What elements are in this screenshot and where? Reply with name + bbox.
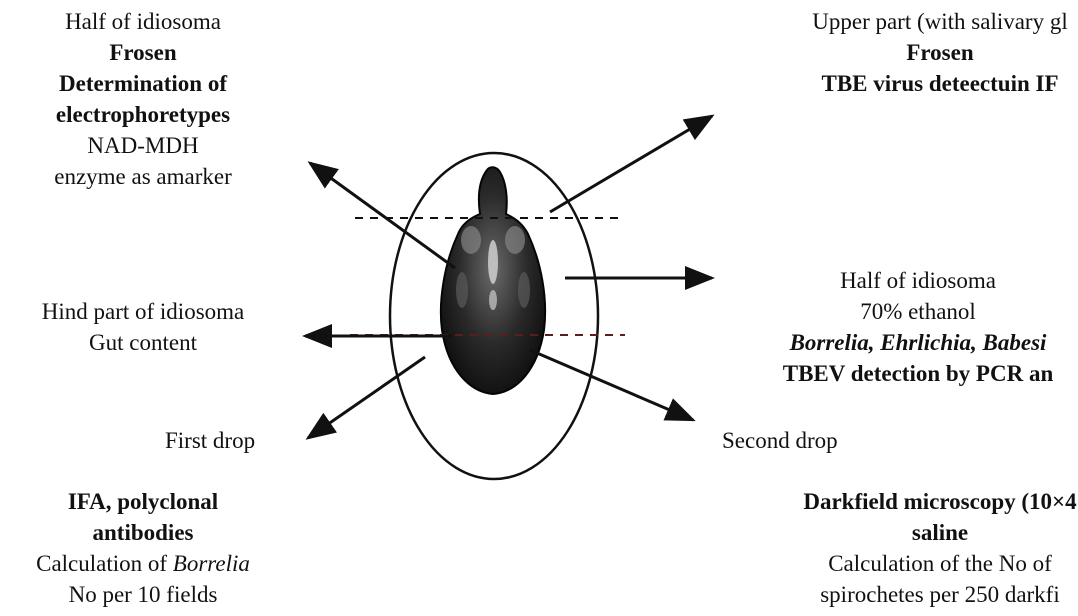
sd-line-3: Calculation of the No of bbox=[700, 548, 1078, 579]
tl-line-3: Determination of bbox=[0, 68, 286, 99]
arrow-first-drop bbox=[308, 357, 425, 438]
first-drop-label: First drop bbox=[165, 425, 255, 456]
fd-line-3-prefix: Calculation of bbox=[36, 551, 173, 576]
top-right-annotation: Upper part (with salivary gl Frosen TBE … bbox=[735, 6, 1078, 99]
ml-line-1: Hind part of idiosoma bbox=[0, 296, 286, 327]
fd-line-3: Calculation of Borrelia bbox=[0, 548, 286, 579]
tl-line-5: NAD-MDH bbox=[0, 130, 286, 161]
sd-line-1: Darkfield microscopy (10×4 bbox=[700, 486, 1078, 517]
tr-line-3: TBE virus deteectuin IF bbox=[735, 68, 1078, 99]
sd-line-2: saline bbox=[700, 517, 1078, 548]
mr-line-3: Borrelia, Ehrlichia, Babesi bbox=[703, 327, 1078, 358]
top-left-annotation: Half of idiosoma Frosen Determination of… bbox=[0, 6, 286, 192]
arrow-top-left bbox=[310, 163, 455, 268]
mr-line-1: Half of idiosoma bbox=[703, 265, 1078, 296]
tl-line-1: Half of idiosoma bbox=[0, 6, 286, 37]
second-drop-annotation: Darkfield microscopy (10×4 saline Calcul… bbox=[700, 486, 1078, 610]
mr-line-2: 70% ethanol bbox=[703, 296, 1078, 327]
tl-line-2: Frosen bbox=[0, 37, 286, 68]
fd-line-3-italic: Borrelia bbox=[173, 551, 250, 576]
mr-line-4: TBEV detection by PCR an bbox=[703, 358, 1078, 389]
second-drop-label: Second drop bbox=[722, 425, 838, 456]
arrow-second-drop bbox=[530, 350, 693, 420]
tl-line-4: electrophoretypes bbox=[0, 99, 286, 130]
tick-body bbox=[441, 167, 545, 394]
arrow-top-right bbox=[550, 116, 712, 212]
tr-line-2: Frosen bbox=[735, 37, 1078, 68]
first-drop-annotation: IFA, polyclonal antibodies Calculation o… bbox=[0, 486, 286, 610]
fd-line-1: IFA, polyclonal bbox=[0, 486, 286, 517]
mid-left-annotation: Hind part of idiosoma Gut content bbox=[0, 296, 286, 358]
tl-line-6: enzyme as amarker bbox=[0, 161, 286, 192]
fd-line-2: antibodies bbox=[0, 517, 286, 548]
sd-line-4: spirochetes per 250 darkfi bbox=[700, 579, 1078, 610]
ml-line-2: Gut content bbox=[0, 327, 286, 358]
mid-right-annotation: Half of idiosoma 70% ethanol Borrelia, E… bbox=[703, 265, 1078, 389]
fd-line-4: No per 10 fields bbox=[0, 579, 286, 610]
tr-line-1: Upper part (with salivary gl bbox=[735, 6, 1078, 37]
